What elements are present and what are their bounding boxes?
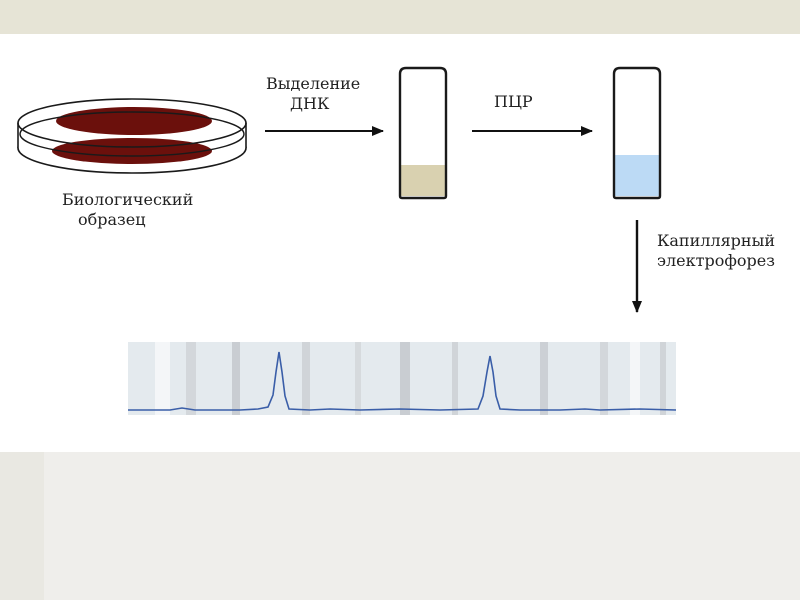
sample-material-top <box>56 107 212 135</box>
extraction-label-line1: Выделение <box>266 74 360 94</box>
dna-liquid <box>401 165 445 196</box>
test-tube-icon <box>614 68 660 198</box>
electrophoresis-label-line1: Капиллярный <box>657 231 775 251</box>
electrophoresis-label-line2: электрофорез <box>657 251 775 271</box>
extraction-label-line2: ДНК <box>290 94 329 114</box>
sample-label-line2: образец <box>78 210 146 230</box>
test-tube-icon <box>400 68 446 198</box>
sample-label-line1: Биологический <box>62 190 193 210</box>
sample-material <box>52 138 212 164</box>
pcr-liquid <box>615 155 659 196</box>
pcr-label: ПЦР <box>494 92 533 112</box>
electropherogram <box>128 342 676 415</box>
petri-dish-icon <box>18 99 246 173</box>
